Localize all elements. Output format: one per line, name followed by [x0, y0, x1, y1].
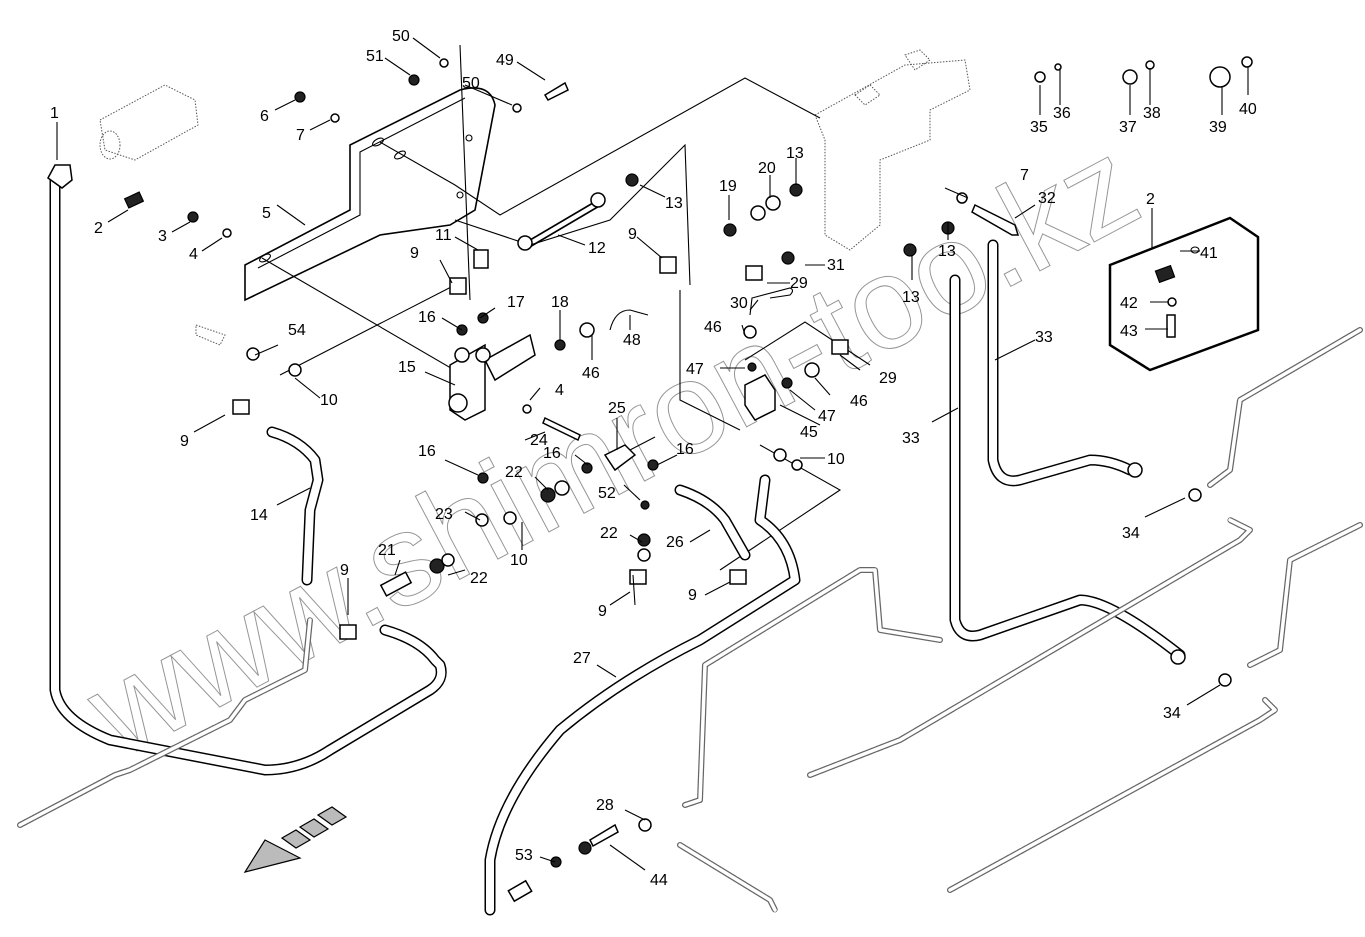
- rigid-pipe-12: [524, 199, 602, 249]
- callout-18[interactable]: 18: [551, 294, 569, 311]
- callout-4[interactable]: 4: [189, 246, 198, 263]
- callout-33[interactable]: 33: [902, 430, 920, 447]
- callout-42[interactable]: 42: [1120, 295, 1138, 312]
- hoses-33: [949, 239, 1186, 661]
- callout-15[interactable]: 15: [398, 359, 416, 376]
- callout-13[interactable]: 13: [902, 289, 920, 306]
- callout-23[interactable]: 23: [435, 506, 453, 523]
- callout-36[interactable]: 36: [1053, 105, 1071, 122]
- callout-9[interactable]: 9: [688, 587, 697, 604]
- callout-10[interactable]: 10: [827, 451, 845, 468]
- callout-7[interactable]: 7: [1020, 167, 1029, 184]
- front-direction-arrow: [243, 806, 348, 873]
- callout-29[interactable]: 29: [790, 275, 808, 292]
- hose-26: [674, 484, 751, 561]
- callout-39[interactable]: 39: [1209, 119, 1227, 136]
- callout-50[interactable]: 50: [462, 75, 480, 92]
- callout-51[interactable]: 51: [366, 48, 384, 65]
- callout-9[interactable]: 9: [598, 603, 607, 620]
- pressure-switch-25: [603, 436, 656, 472]
- callout-4[interactable]: 4: [555, 382, 564, 399]
- valve-block-15: [448, 333, 536, 421]
- callout-44[interactable]: 44: [650, 872, 668, 889]
- callout-10[interactable]: 10: [510, 552, 528, 569]
- callout-40[interactable]: 40: [1239, 101, 1257, 118]
- hose-left-loop: [49, 174, 447, 776]
- callout-45[interactable]: 45: [800, 424, 818, 441]
- callout-50[interactable]: 50: [392, 28, 410, 45]
- callout-34[interactable]: 34: [1122, 525, 1140, 542]
- callout-53[interactable]: 53: [515, 847, 533, 864]
- callout-5[interactable]: 5: [262, 205, 271, 222]
- callout-9[interactable]: 9: [410, 245, 419, 262]
- callout-20[interactable]: 20: [758, 160, 776, 177]
- callout-24[interactable]: 24: [530, 432, 548, 449]
- callout-22[interactable]: 22: [470, 570, 488, 587]
- callout-labels: 1 2 2 3 4 4 5 6 7 7 9 9 9 9 9 9 10 10 10…: [50, 28, 1257, 889]
- callout-29[interactable]: 29: [879, 370, 897, 387]
- callout-38[interactable]: 38: [1143, 105, 1161, 122]
- callout-2-kit[interactable]: 2: [1146, 191, 1155, 208]
- callout-12[interactable]: 12: [588, 240, 606, 257]
- mounting-bracket: [244, 87, 496, 302]
- callout-33[interactable]: 33: [1035, 329, 1053, 346]
- callout-16[interactable]: 16: [676, 441, 694, 458]
- hose-27: [484, 474, 801, 916]
- callout-9[interactable]: 9: [340, 562, 349, 579]
- callout-19[interactable]: 19: [719, 178, 737, 195]
- callout-41[interactable]: 41: [1200, 245, 1218, 262]
- callout-54[interactable]: 54: [288, 322, 306, 339]
- callout-47[interactable]: 47: [686, 361, 704, 378]
- callout-9[interactable]: 9: [628, 226, 637, 243]
- callout-52[interactable]: 52: [598, 485, 616, 502]
- callout-6[interactable]: 6: [260, 108, 269, 125]
- callout-37[interactable]: 37: [1119, 119, 1137, 136]
- callout-10[interactable]: 10: [320, 392, 338, 409]
- callout-48[interactable]: 48: [623, 332, 641, 349]
- callout-35[interactable]: 35: [1030, 119, 1048, 136]
- callout-7[interactable]: 7: [296, 127, 305, 144]
- callout-3[interactable]: 3: [158, 228, 167, 245]
- assembly-lines: [261, 44, 871, 571]
- valve-45: [744, 374, 776, 421]
- callout-13[interactable]: 13: [665, 195, 683, 212]
- hose-14: [266, 426, 324, 586]
- callout-49[interactable]: 49: [496, 52, 514, 69]
- callout-28[interactable]: 28: [596, 797, 614, 814]
- callout-26[interactable]: 26: [666, 534, 684, 551]
- callout-30[interactable]: 30: [730, 295, 748, 312]
- callout-46[interactable]: 46: [850, 393, 868, 410]
- callout-1[interactable]: 1: [50, 105, 59, 122]
- callout-46[interactable]: 46: [582, 365, 600, 382]
- callout-31-label[interactable]: 31: [827, 257, 845, 274]
- callout-21[interactable]: 21: [378, 542, 396, 559]
- callout-17[interactable]: 17: [507, 294, 525, 311]
- callout-11[interactable]: 11: [435, 227, 452, 244]
- callout-13[interactable]: 13: [786, 145, 804, 162]
- callout-2[interactable]: 2: [94, 220, 103, 237]
- leader-lines: [56, 37, 1249, 871]
- control-valve-ghost: [814, 49, 971, 251]
- pump-ghost: [99, 84, 199, 161]
- callout-25[interactable]: 25: [608, 400, 626, 417]
- clamp-kit-box: [1108, 216, 1260, 372]
- callout-47[interactable]: 47: [818, 408, 836, 425]
- callout-32[interactable]: 32: [1038, 190, 1056, 207]
- fittings: [47, 56, 1253, 903]
- callout-9[interactable]: 9: [180, 433, 189, 450]
- callout-46[interactable]: 46: [704, 319, 722, 336]
- callout-14[interactable]: 14: [250, 507, 268, 524]
- callout-34[interactable]: 34: [1163, 705, 1181, 722]
- callout-13[interactable]: 13: [938, 243, 956, 260]
- callout-16[interactable]: 16: [543, 445, 561, 462]
- callout-16[interactable]: 16: [418, 443, 436, 460]
- callout-22[interactable]: 22: [600, 525, 618, 542]
- callout-43[interactable]: 43: [1120, 323, 1138, 340]
- callout-27[interactable]: 27: [573, 650, 591, 667]
- callout-22[interactable]: 22: [505, 464, 523, 481]
- brake-tubes-ghost: [17, 327, 1363, 913]
- callout-16[interactable]: 16: [418, 309, 436, 326]
